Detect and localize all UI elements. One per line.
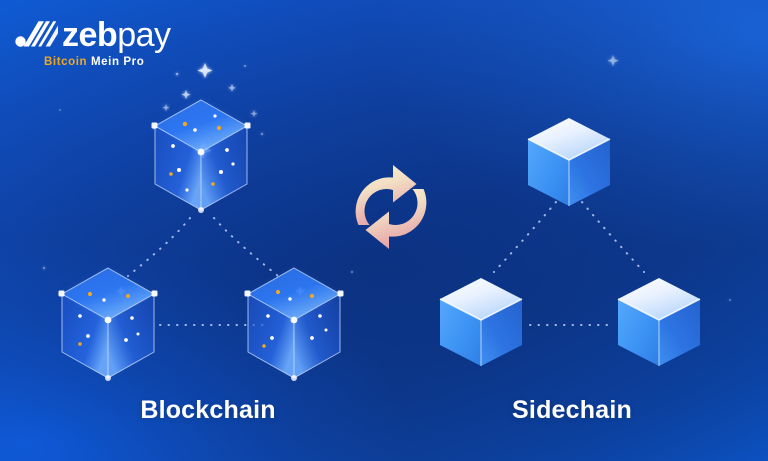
zebpay-logo-mark [15,21,58,47]
zebpay-logo[interactable]: zebpay Bitcoin Mein Pro [14,18,189,76]
tagline-rest: Mein Pro [90,56,145,68]
cube-block-right[interactable] [244,266,344,386]
cube-side-right[interactable] [616,276,702,368]
link-side-root-right [581,201,645,273]
cube-node-dots [78,291,140,346]
cube-side-root[interactable] [526,116,612,208]
cube-side-left[interactable] [438,276,524,368]
cube-block-root[interactable] [151,98,251,218]
cube-block-left[interactable] [58,266,158,386]
tagline-bitcoin: Bitcoin [44,56,88,68]
sync-arrows-icon[interactable] [349,159,433,255]
zebpay-wordmark: zebpay [62,18,171,52]
zebpay-tagline: Bitcoin Mein Pro [44,56,144,68]
cube-node-dots [262,289,328,348]
link-side-root-left [493,201,557,273]
caption-blockchain: Blockchain [140,396,276,424]
wordmark-zeb: zeb [62,16,118,54]
caption-sidechain: Sidechain [512,396,632,424]
wordmark-pay: pay [117,16,171,54]
cube-node-dots [169,114,235,192]
